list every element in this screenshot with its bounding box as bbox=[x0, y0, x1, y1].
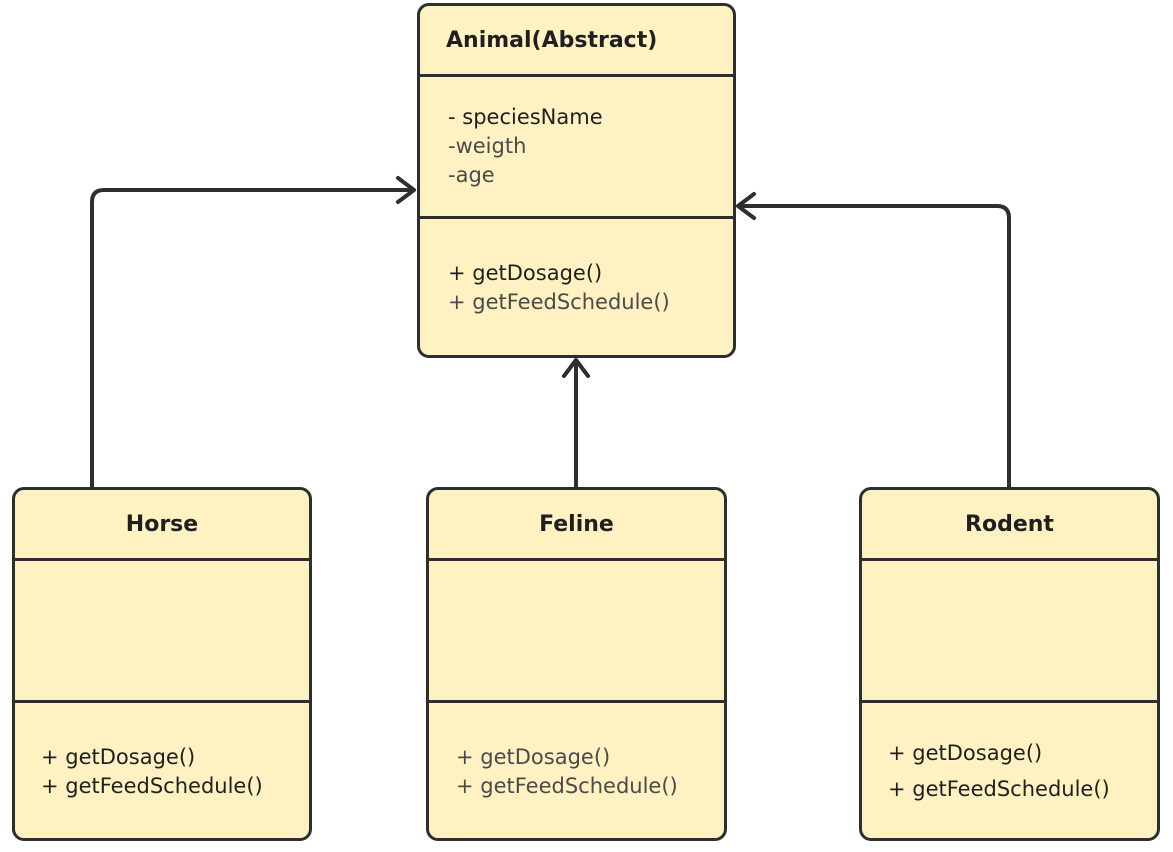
method-get-dosage: + getDosage() bbox=[888, 741, 1043, 765]
attribute-weigth: -weigth bbox=[448, 134, 527, 158]
feline-arrowhead bbox=[562, 358, 590, 378]
attribute-age: -age bbox=[448, 163, 495, 187]
method-get-dosage: + getDosage() bbox=[456, 745, 611, 769]
class-rodent-name: Rodent bbox=[862, 490, 1157, 561]
method-get-feed-schedule: + getFeedSchedule() bbox=[41, 774, 263, 798]
class-horse[interactable]: Horse + getDosage() + getFeedSchedule() bbox=[12, 487, 312, 841]
rodent-arrowhead bbox=[736, 192, 756, 220]
attribute-species-name: - speciesName bbox=[448, 105, 603, 129]
class-rodent-attributes bbox=[862, 561, 1157, 703]
class-animal-methods: + getDosage() + getFeedSchedule() bbox=[420, 219, 733, 349]
class-feline-attributes bbox=[429, 561, 724, 703]
method-get-dosage: + getDosage() bbox=[448, 261, 603, 285]
method-get-feed-schedule: + getFeedSchedule() bbox=[456, 774, 678, 798]
class-feline[interactable]: Feline + getDosage() + getFeedSchedule() bbox=[426, 487, 727, 841]
class-animal[interactable]: Animal(Abstract) - speciesName -weigth -… bbox=[417, 3, 736, 358]
class-feline-name: Feline bbox=[429, 490, 724, 561]
class-rodent-methods: + getDosage() + getFeedSchedule() bbox=[862, 703, 1157, 838]
method-get-feed-schedule: + getFeedSchedule() bbox=[448, 290, 670, 314]
horse-arrowhead bbox=[396, 176, 416, 204]
class-horse-name: Horse bbox=[15, 490, 309, 561]
rodent-to-animal-connector[interactable] bbox=[738, 204, 1011, 490]
horse-to-animal-connector[interactable] bbox=[90, 188, 414, 490]
class-horse-attributes bbox=[15, 561, 309, 703]
class-animal-name: Animal(Abstract) bbox=[420, 6, 733, 77]
method-get-dosage: + getDosage() bbox=[41, 745, 196, 769]
class-rodent[interactable]: Rodent + getDosage() + getFeedSchedule() bbox=[859, 487, 1160, 841]
class-feline-methods: + getDosage() + getFeedSchedule() bbox=[429, 703, 724, 838]
class-animal-attributes: - speciesName -weigth -age bbox=[420, 77, 733, 219]
class-horse-methods: + getDosage() + getFeedSchedule() bbox=[15, 703, 309, 838]
method-get-feed-schedule: + getFeedSchedule() bbox=[888, 777, 1110, 801]
